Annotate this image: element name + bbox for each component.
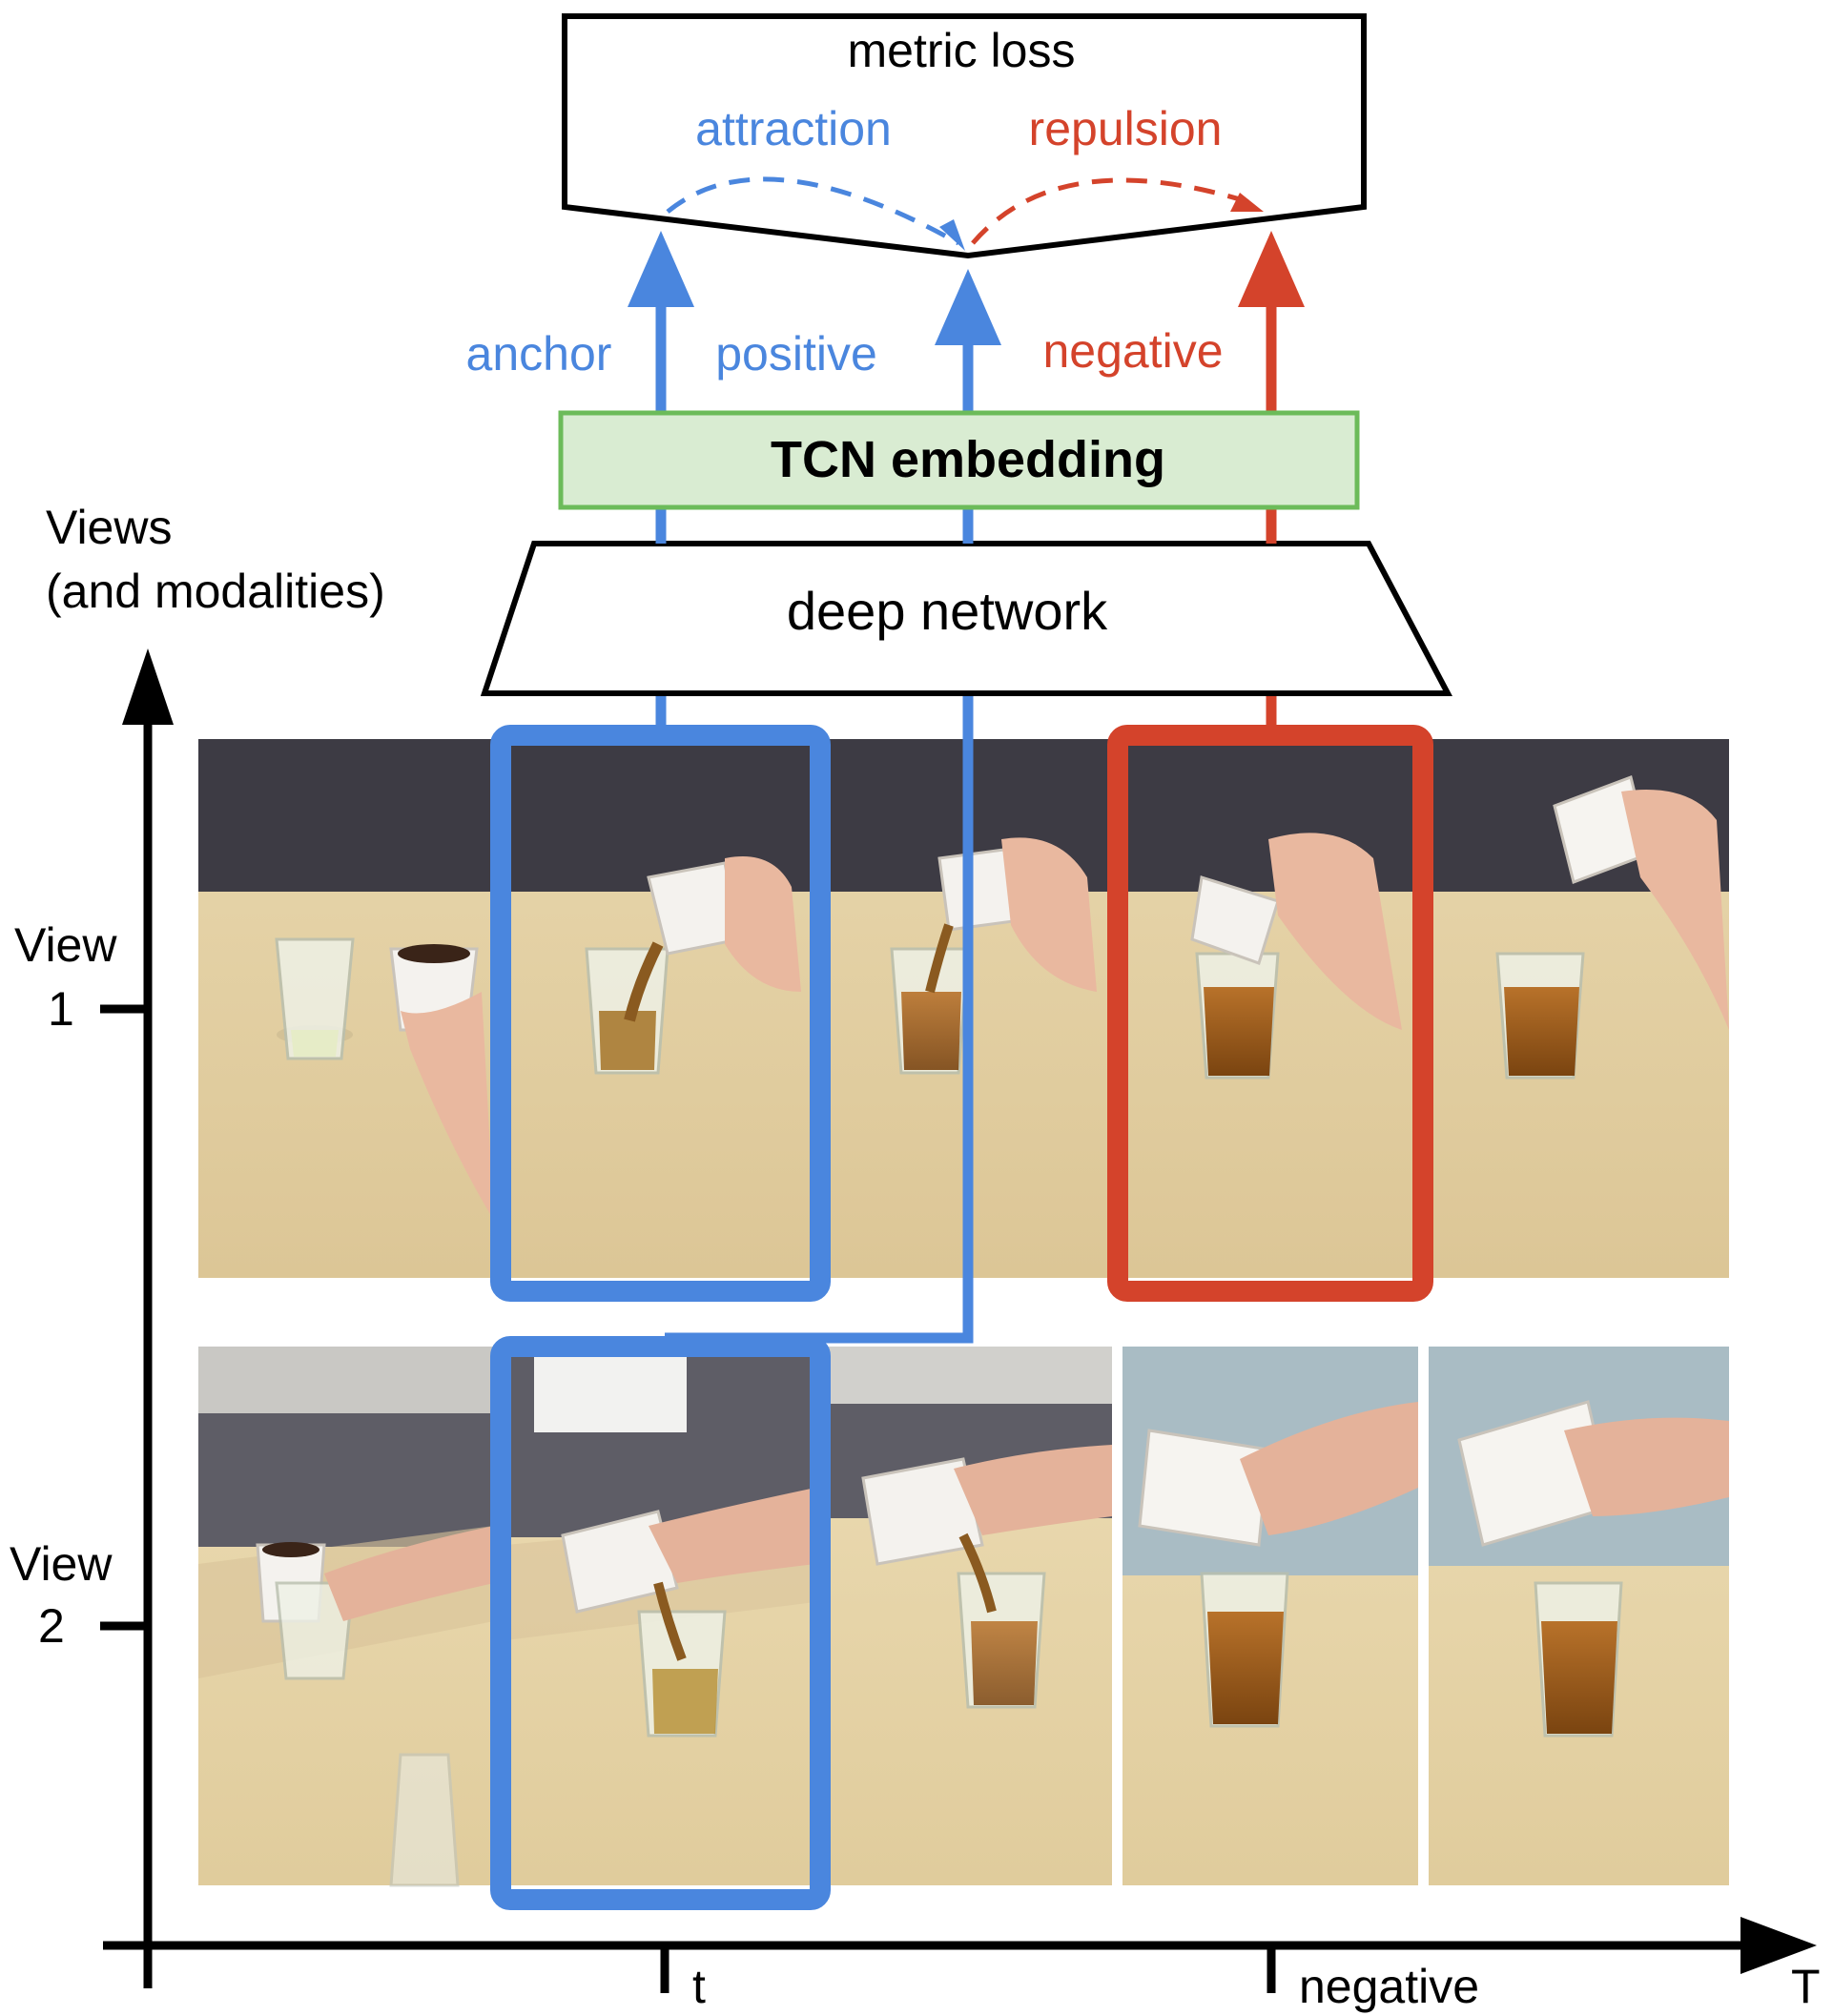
negative-arrowhead (1238, 231, 1305, 307)
metric-loss-block (562, 13, 1367, 259)
time-axis-label: T (1791, 1960, 1821, 2013)
repulsion-arc (971, 177, 1250, 245)
views-axis-label-line2: (and modalities) (46, 565, 385, 618)
anchor-highlight-frame (490, 725, 831, 1302)
tcn-embedding-block (558, 410, 1360, 510)
view-2-frame-2 (505, 1347, 815, 1885)
view-2-frame-4 (1122, 1347, 1418, 1885)
tcn-embedding-label: TCN embedding (771, 431, 1165, 488)
negative-tick-label: negative (1299, 1960, 1479, 2013)
repulsion-arc-arrowhead (1230, 193, 1264, 212)
view-1-frame-4 (1122, 739, 1418, 1278)
view-2-frame-1 (198, 1347, 494, 1887)
attraction-label: attraction (695, 102, 892, 155)
axes (100, 648, 1817, 1993)
attraction-arc (666, 176, 960, 246)
t-tick-label: t (692, 1960, 706, 2013)
positive-arrowhead (935, 269, 1001, 345)
attraction-arc-arrowhead (939, 219, 965, 251)
negative-highlight-frame (1107, 725, 1433, 1302)
view-2-label-number: 2 (38, 1599, 65, 1653)
views-axis-label-line1: Views (46, 501, 172, 554)
anchor-label: anchor (466, 327, 612, 381)
view-2-label-word: View (10, 1537, 113, 1591)
view-1-frame-2 (505, 739, 815, 1278)
view-2-frame-3 (826, 1347, 1112, 1885)
deep-network-label: deep network (787, 581, 1108, 641)
view-1-label-number: 1 (48, 982, 74, 1036)
positive-highlight-frame (490, 1336, 831, 1910)
repulsion-label: repulsion (1029, 102, 1223, 155)
view-1-label-word: View (14, 918, 117, 972)
positive-label: positive (715, 327, 877, 381)
anchor-arrowhead (628, 231, 694, 307)
deep-network-block (480, 541, 1452, 696)
view-1-frame-1 (198, 739, 494, 1278)
views-axis-arrowhead (122, 648, 174, 725)
time-axis-arrowhead (1740, 1917, 1817, 1974)
view-2-photo-strip (198, 1347, 1729, 1887)
negative-top-label: negative (1042, 324, 1223, 378)
view-2-frame-5 (1429, 1347, 1729, 1885)
metric-loss-label: metric loss (848, 24, 1076, 77)
view-1-frame-5 (1429, 739, 1729, 1278)
embedding-arrowheads (628, 231, 1305, 345)
